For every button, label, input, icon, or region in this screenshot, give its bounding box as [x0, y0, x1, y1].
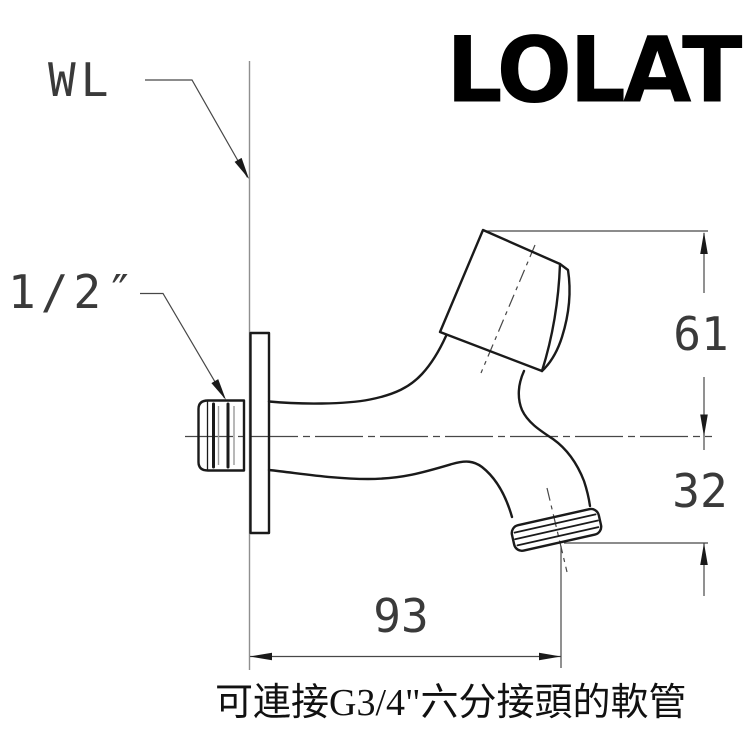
dimension-61: 61	[673, 307, 729, 361]
arrow-left-93	[250, 652, 272, 661]
arrow-inlet-leader	[211, 379, 226, 400]
nozzle-rib-1	[513, 513, 597, 534]
body-top-profile	[267, 334, 448, 405]
inlet-thread-outline	[197, 399, 246, 472]
handle-front-face	[438, 228, 562, 373]
arrowheads	[211, 157, 708, 661]
dimension-93: 93	[373, 589, 429, 643]
wl-leader-line	[145, 79, 249, 178]
mounting-flange	[249, 331, 271, 535]
nozzle-rib-2	[514, 519, 599, 541]
body-bottom-profile	[267, 460, 514, 519]
spout-nozzle	[510, 507, 603, 552]
inlet-thread-detail	[217, 406, 235, 465]
nozzle-outline	[510, 507, 603, 552]
brand-logo: LOLAT	[446, 16, 743, 123]
arrow-right-93	[539, 652, 561, 661]
arrow-wl-leader	[234, 157, 249, 179]
arrow-up-32	[700, 543, 708, 565]
arrow-up-61	[700, 232, 708, 254]
handle-axis-centerline	[480, 244, 536, 374]
dimension-32: 32	[672, 464, 728, 518]
inlet-leader-line	[140, 292, 226, 399]
inlet-size-label: 1/2″	[8, 265, 139, 319]
arrow-down-centerline	[700, 414, 708, 437]
faucet-outline	[197, 228, 603, 552]
wall-line-label: WL	[48, 53, 114, 107]
handle-side-face	[540, 262, 571, 373]
product-note: 可連接G3/4"六分接頭的軟管	[215, 682, 687, 724]
nozzle-rib-3	[516, 526, 600, 547]
dimension-lines	[140, 79, 712, 668]
spout-outer-profile	[517, 369, 592, 508]
